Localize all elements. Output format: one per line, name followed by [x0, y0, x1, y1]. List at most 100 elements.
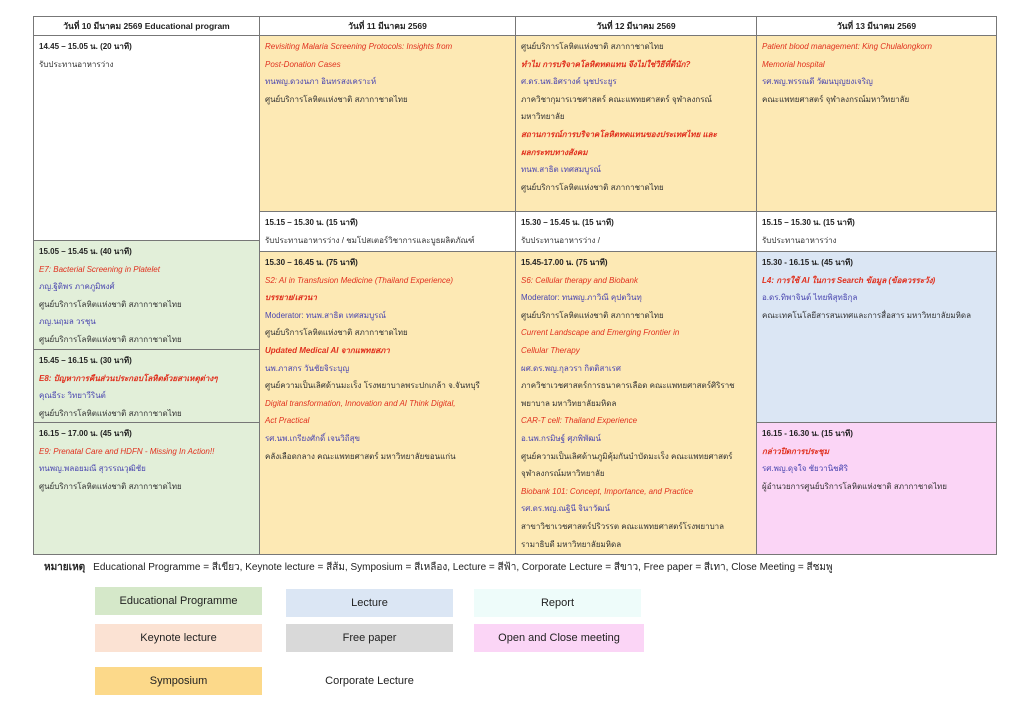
cell-line: Revisiting Malaria Screening Protocols: … [265, 42, 453, 51]
session-d13-closing: 16.15 - 16.30 น. (15 นาที) กล่าวปิดการประ… [756, 422, 997, 555]
session-d11-malaria: Revisiting Malaria Screening Protocols: … [259, 35, 516, 212]
legend-free-paper: Free paper [286, 624, 453, 652]
cell-line: ศูนย์บริการโลหิตแห่งชาติ สภากาชาดไทย [39, 299, 182, 309]
color-note: หมายเหตุEducational Programme = สีเขียว,… [44, 560, 833, 575]
cell-line: คลังเลือดกลาง คณะแพทยศาสตร์ มหาวิทยาลัยข… [265, 451, 456, 461]
cell-line: ผู้อำนวยการศูนย์บริการโลหิตแห่งชาติ สภาก… [762, 481, 947, 491]
cell-line: 15.30 - 16.15 น. (45 นาที) [762, 258, 853, 267]
cell-line: นพ.ภาสกร วันชัยจิระบุญ [265, 363, 350, 373]
cell-line: ภญ.ฐิติพร ภาคภูมิพงศ์ [39, 282, 115, 292]
cell-line: กล่าวปิดการประชุม [762, 446, 830, 456]
cell-line: รับประทานอาหารว่าง / ชมโปสเตอร์วิชาการแล… [265, 235, 475, 245]
legend-educational: Educational Programme [95, 587, 262, 615]
cell-line: ศูนย์บริการโลหิตแห่งชาติ สภากาชาดไทย [521, 310, 664, 320]
cell-line: ศูนย์บริการโลหิตแห่งชาติ สภากาชาดไทย [265, 328, 408, 338]
cell-line: Digital transformation, Innovation and A… [265, 398, 456, 408]
cell-line: พยาบาล มหาวิทยาลัยมหิดล [521, 398, 617, 408]
cell-line: Biobank 101: Concept, Importance, and Pr… [521, 486, 694, 496]
cell-line: 15.30 – 15.45 น. (15 นาที) [521, 218, 614, 227]
cell-line: ทนพ.สาธิต เทศสมบูรณ์ [521, 165, 601, 175]
cell-line: รศ.ดร.พญ.ณฐินี จินาวัฒน์ [521, 504, 610, 514]
cell-line: รับประทานอาหารว่าง / [521, 235, 600, 245]
cell-line: ศูนย์บริการโลหิตแห่งชาติ สภากาชาดไทย [39, 481, 182, 491]
cell-line: L4: การใช้ AI ในการ Search ข้อมูล (ข้อคว… [762, 275, 936, 285]
session-d10-e8: 15.45 – 16.15 น. (30 นาที) E8: ปัญหาการคื… [33, 349, 260, 423]
cell-line: 15.15 – 15.30 น. (15 นาที) [762, 218, 855, 227]
cell-line: S6: Cellular therapy and Biobank [521, 275, 638, 285]
cell-line: CAR-T cell: Thailand Experience [521, 416, 638, 426]
cell-line: จุฬาลงกรณ์มหาวิทยาลัย [521, 469, 605, 479]
cell-line: 15.15 – 15.30 น. (15 นาที) [265, 218, 358, 227]
cell-line: ภาควิชาเวชศาสตร์การธนาคารเลือด คณะแพทยศา… [521, 381, 735, 391]
session-d11-break: 15.15 – 15.30 น. (15 นาที) รับประทานอาหาร… [259, 211, 516, 252]
cell-line: ศูนย์บริการโลหิตแห่งชาติ สภากาชาดไทย [521, 42, 664, 51]
cell-line: คณะแพทยศาสตร์ จุฬาลงกรณ์มหาวิทยาลัย [762, 94, 910, 104]
cell-line: รามาธิบดี มหาวิทยาลัยมหิดล [521, 539, 622, 549]
cell-line: 15.45-17.00 น. (75 นาที) [521, 258, 608, 267]
cell-line: ศูนย์บริการโลหิตแห่งชาติ สภากาชาดไทย [39, 408, 182, 418]
session-d10-break: 14.45 – 15.05 น. (20 นาที) รับประทานอาหาร… [33, 35, 260, 241]
cell-line: รศ.นพ.เกรียงศักดิ์ เจนวิถีสุข [265, 433, 360, 443]
legend-keynote: Keynote lecture [95, 624, 262, 652]
cell-line: E8: ปัญหาการคืนส่วนประกอบโลหิตด้วยสาเหตุ… [39, 373, 218, 383]
cell-line: ทนพญ.พลอยมณี สุวรรณวุฒิชัย [39, 464, 146, 474]
session-d12-donation: ศูนย์บริการโลหิตแห่งชาติ สภากาชาดไทยทำไม… [515, 35, 757, 212]
cell-line: 15.45 – 16.15 น. (30 นาที) [39, 356, 132, 365]
legend-report: Report [474, 589, 641, 617]
cell-line: E7: Bacterial Screening in Platelet [39, 264, 160, 274]
cell-line: Updated Medical AI จากแพทยสภา [265, 345, 390, 355]
cell-line: Memorial hospital [762, 59, 825, 69]
note-text: Educational Programme = สีเขียว, Keynote… [93, 562, 833, 573]
day-header-13: วันที่ 13 มีนาคม 2569 [756, 16, 997, 36]
cell-line: 15.05 – 15.45 น. (40 นาที) [39, 247, 132, 256]
cell-line: ผลกระทบทางสังคม [521, 147, 588, 157]
cell-line: 15.30 – 16.45 น. (75 นาที) [265, 258, 358, 267]
cell-line: สาขาวิชาเวชศาสตร์ปริวรรต คณะแพทยศาสตร์โร… [521, 521, 725, 531]
cell-line: อ.ดร.ทิพาจินต์ ไทยพิสุทธิกุล [762, 293, 858, 303]
cell-line: ศูนย์ความเป็นเลิศด้านภูมิคุ้มกันบำบัดมะเ… [521, 451, 733, 461]
session-d12-break: 15.30 – 15.45 น. (15 นาที) รับประทานอาหาร… [515, 211, 757, 252]
cell-line: Act Practical [265, 416, 310, 426]
cell-line: ศูนย์บริการโลหิตแห่งชาติ สภากาชาดไทย [265, 94, 408, 104]
session-d10-e7: 15.05 – 15.45 น. (40 นาที) E7: Bacterial … [33, 240, 260, 350]
session-d11-s2: 15.30 – 16.45 น. (75 นาที) S2: AI in Tran… [259, 251, 516, 555]
legend-lecture: Lecture [286, 589, 453, 617]
cell-line: ศูนย์บริการโลหิตแห่งชาติ สภากาชาดไทย [521, 182, 664, 192]
session-d13-l4: 15.30 - 16.15 น. (45 นาที) L4: การใช้ AI … [756, 251, 997, 423]
cell-line: คณะเทคโนโลยีสารสนเทศและการสื่อสาร มหาวิท… [762, 310, 971, 320]
cell-line: ศูนย์บริการโลหิตแห่งชาติ สภากาชาดไทย [39, 334, 182, 344]
session-d12-s6: 15.45-17.00 น. (75 นาที) S6: Cellular the… [515, 251, 757, 555]
cell-line: รับประทานอาหารว่าง [762, 235, 837, 245]
cell-line: ภาควิชากุมารเวชศาสตร์ คณะแพทยศาสตร์ จุฬา… [521, 94, 712, 104]
cell-line: S2: AI in Transfusion Medicine (Thailand… [265, 275, 454, 285]
cell-line: Current Landscape and Emerging Frontier … [521, 328, 680, 338]
cell-line: ทำไม การบริจาคโลหิตทดแทน จึงไม่ใช่วิธีที… [521, 59, 691, 69]
cell-line: Moderator: ทนพญ.ภาวิณี คุปตวินทุ [521, 293, 642, 303]
day-header-12: วันที่ 12 มีนาคม 2569 [515, 16, 757, 36]
cell-line: บรรยาย/เสวนา [265, 293, 317, 303]
cell-line: 14.45 – 15.05 น. (20 นาที) [39, 42, 132, 51]
session-d13-pbm: Patient blood management: King Chulalong… [756, 35, 997, 212]
cell-line: ศูนย์ความเป็นเลิศด้านมะเร็ง โรงพยาบาลพระ… [265, 381, 480, 391]
cell-line: รศ.พญ.พรรณดี วัฒนบุญยงเจริญ [762, 77, 873, 87]
cell-line: E9: Prenatal Care and HDFN - Missing In … [39, 446, 215, 456]
cell-line: Moderator: ทนพ.สาธิต เทศสมบูรณ์ [265, 310, 386, 320]
legend-corporate: Corporate Lecture [286, 667, 453, 695]
legend-open-close: Open and Close meeting [474, 624, 644, 652]
cell-line: สถานการณ์การบริจาคโลหิตทดแทนของประเทศไทย… [521, 129, 717, 139]
cell-line: มหาวิทยาลัย [521, 112, 565, 122]
cell-line: 16.15 - 16.30 น. (15 นาที) [762, 429, 853, 438]
cell-line: Patient blood management: King Chulalong… [762, 42, 932, 51]
cell-line: คุณธีระ วิทยาวีรินต์ [39, 391, 106, 401]
cell-line: ศ.ดร.นพ.อิศรางค์ นุชประยูร [521, 77, 617, 87]
cell-line: รับประทานอาหารว่าง [39, 59, 114, 69]
schedule-table: วันที่ 10 มีนาคม 2569 Educational progra… [33, 16, 997, 555]
session-d13-break: 15.15 – 15.30 น. (15 นาที) รับประทานอาหาร… [756, 211, 997, 252]
session-d10-e9: 16.15 – 17.00 น. (45 นาที)E9: Prenatal C… [33, 422, 260, 555]
cell-line: รศ.พญ.ดุจใจ ชัยวานิชศิริ [762, 464, 848, 474]
day-header-11: วันที่ 11 มีนาคม 2569 [259, 16, 516, 36]
day-header-10: วันที่ 10 มีนาคม 2569 Educational progra… [33, 16, 260, 36]
cell-line: ภญ.นฤมล วรชุน [39, 317, 96, 327]
cell-line: ทนพญ.ดวงนภา อินทรสงเคราะห์ [265, 77, 377, 87]
cell-line: Cellular Therapy [521, 345, 580, 355]
